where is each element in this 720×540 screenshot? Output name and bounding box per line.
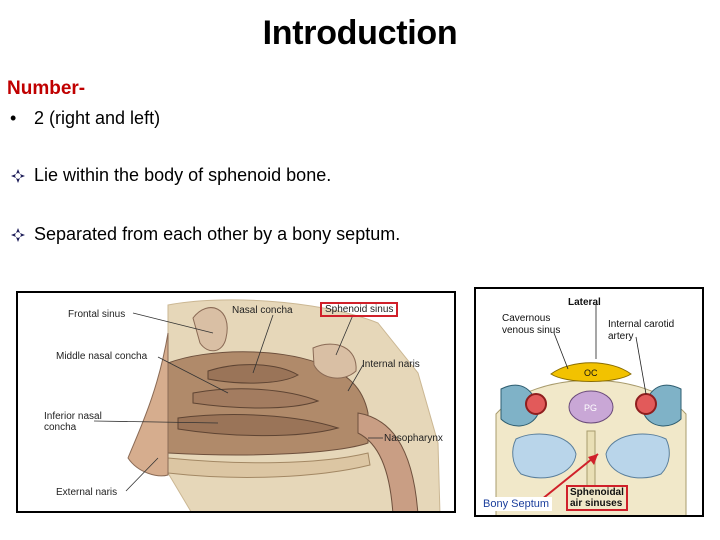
- label-inferior-nasal-concha-line2: concha: [44, 422, 77, 433]
- coronal-illustration: [495, 304, 687, 515]
- label-frontal-sinus: Frontal sinus: [68, 309, 126, 320]
- label-internal-naris: Internal naris: [362, 359, 420, 370]
- label-bony-septum: Bony Septum: [480, 497, 553, 511]
- bullet-number: • 2 (right and left): [10, 108, 160, 129]
- label-internal-carotid: Internal carotid: [608, 319, 675, 330]
- label-sphenoidal-line1: Sphenoidal: [570, 487, 624, 498]
- label-sphenoid-sinus: Sphenoid sinus: [320, 302, 399, 317]
- label-nasal-concha: Nasal concha: [232, 305, 293, 316]
- label-internal-carotid-line2: artery: [608, 331, 634, 342]
- bullet-septum: Separated from each other by a bony sept…: [10, 224, 400, 245]
- label-inferior-nasal-concha: Inferior nasal: [44, 411, 102, 422]
- label-pituitary-gland: PG: [584, 403, 598, 413]
- label-external-naris: External naris: [56, 487, 118, 498]
- label-lateral: Lateral: [568, 297, 601, 308]
- label-cavernous: Cavernous: [502, 313, 551, 324]
- dot-bullet-icon: •: [10, 108, 17, 128]
- label-middle-nasal-concha: Middle nasal concha: [56, 351, 148, 362]
- label-sphenoidal-air-sinuses: Sphenoidal air sinuses: [566, 485, 628, 511]
- label-nasopharynx: Nasopharynx: [384, 433, 443, 444]
- diamond-bullet-icon: [10, 227, 34, 243]
- label-cavernous-line2: venous sinus: [502, 325, 561, 336]
- bullet-text: Lie within the body of sphenoid bone.: [34, 165, 332, 185]
- coronal-sphenoid-figure: Lateral Cavernous venous sinus Internal …: [474, 287, 704, 517]
- label-optic-chiasm: OC: [584, 368, 598, 378]
- number-label: Number-: [7, 78, 86, 99]
- label-sphenoidal-line2: air sinuses: [570, 498, 623, 509]
- bullet-location: Lie within the body of sphenoid bone.: [10, 165, 331, 186]
- bullet-text: 2 (right and left): [34, 108, 161, 128]
- diamond-bullet-icon: [10, 168, 34, 184]
- bullet-text: Separated from each other by a bony sept…: [34, 224, 401, 244]
- slide-title: Introduction: [262, 14, 458, 52]
- sagittal-nasal-figure: Frontal sinus Nasal concha Sphenoid sinu…: [16, 291, 456, 513]
- sagittal-illustration: [93, 299, 441, 511]
